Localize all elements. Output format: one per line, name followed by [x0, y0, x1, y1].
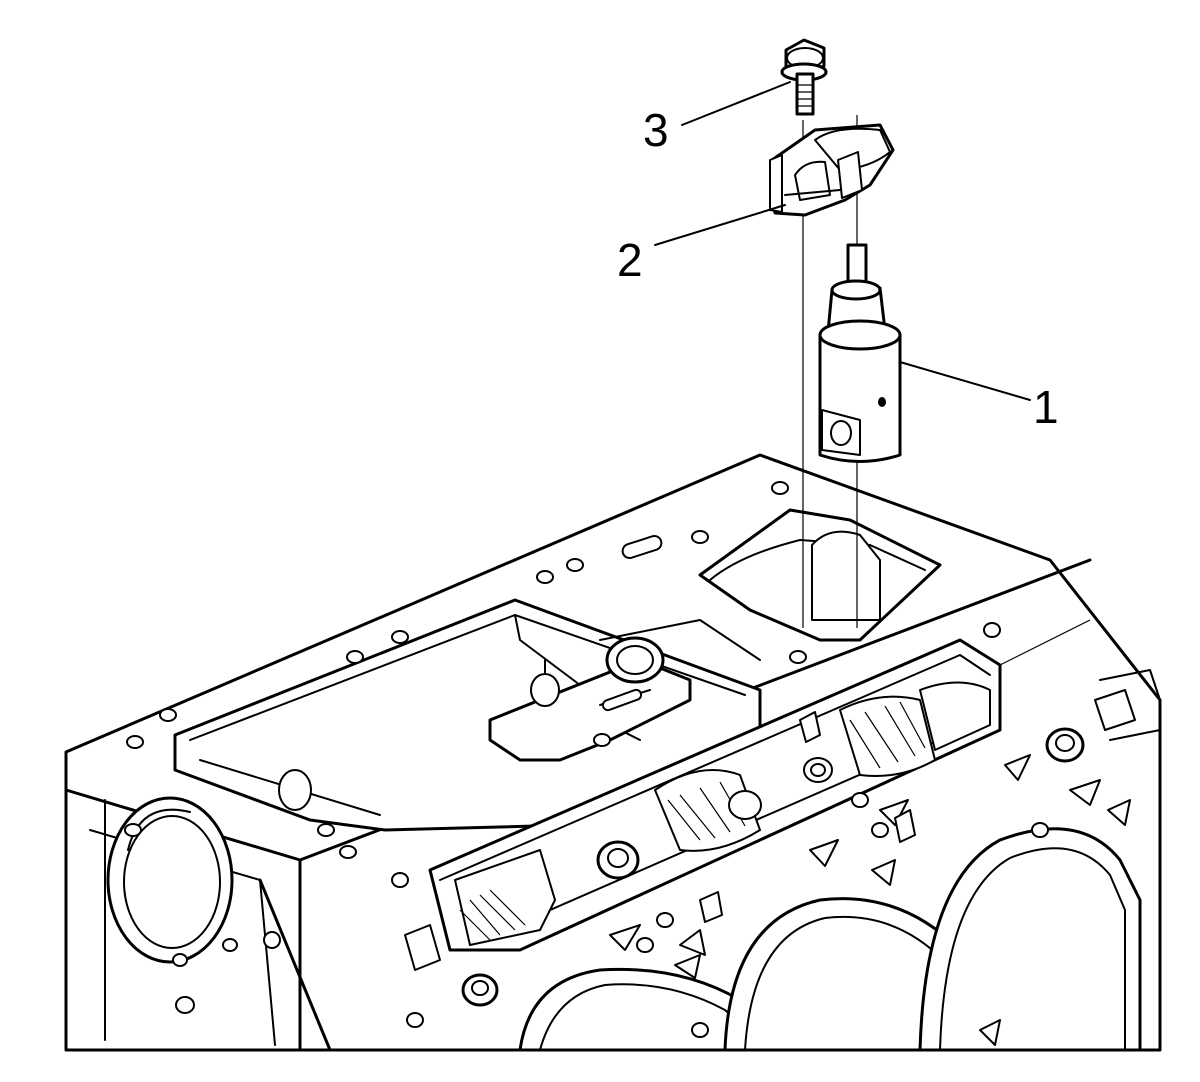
callout-3: 3	[643, 104, 669, 156]
callout-1: 1	[1033, 381, 1059, 433]
leader-lines	[654, 81, 1031, 401]
oil-pump-drive	[818, 243, 902, 463]
engine-block	[64, 453, 1162, 1052]
retainer-bracket	[769, 123, 895, 217]
bolt	[780, 38, 828, 116]
deck-bolt-holes	[124, 481, 1049, 1038]
coolant-ports	[609, 754, 1131, 1046]
cylinder-bores	[518, 827, 1142, 1052]
camshaft	[454, 681, 991, 946]
callout-2: 2	[617, 234, 643, 286]
